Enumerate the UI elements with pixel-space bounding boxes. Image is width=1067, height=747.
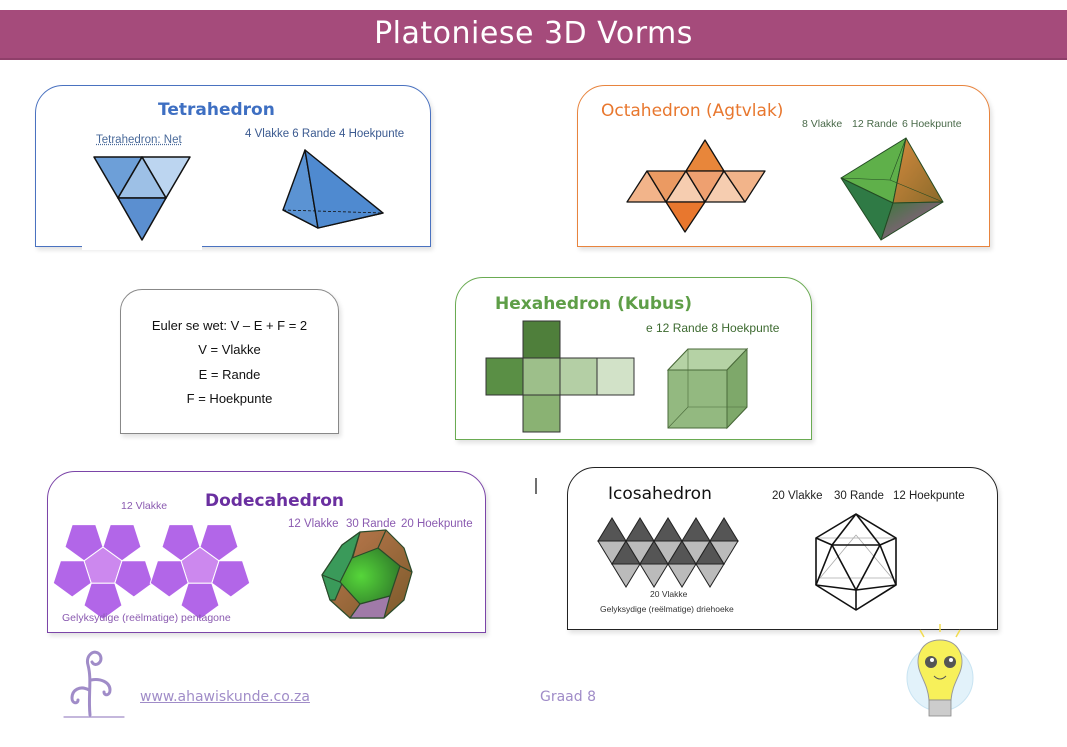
triangle-face [709, 517, 739, 542]
triangle-face [625, 517, 655, 542]
icosahedron-edges: 30 Rande [834, 490, 884, 502]
icosahedron-net [597, 517, 739, 588]
triangle-face [695, 563, 725, 588]
octahedron-3d [840, 137, 944, 241]
pentagon-face [211, 560, 251, 598]
icosahedron-caption: Gelyksydige (reëlmatige) driehoeke [600, 604, 734, 614]
dodecahedron-vertices: 20 Hoekpunte [401, 518, 473, 530]
icosahedron-3d [815, 513, 897, 611]
euler-rule: Euler se wet: V – E + F = 2 [151, 318, 308, 333]
triangle-face [667, 563, 697, 588]
dodecahedron-3d [321, 529, 413, 619]
pentagon-face [199, 524, 239, 562]
triangle-face [597, 517, 627, 542]
pentagon-face [52, 560, 92, 598]
lightbulb-logo [906, 624, 974, 717]
pentagon-face [102, 524, 142, 562]
octahedron-edges: 12 Rande [852, 118, 898, 130]
pentagon-face [83, 582, 123, 621]
dodecahedron-faces: 12 Vlakke [288, 518, 339, 530]
tetrahedron-stats: 4 Vlakke 6 Rande 4 Hoekpunte [245, 128, 405, 140]
triangle-face [709, 540, 739, 565]
triangle-face [653, 517, 683, 542]
page-title: Platoniese 3D Vorms [374, 16, 693, 51]
hexahedron-title: Hexahedron (Kubus) [495, 294, 692, 314]
euler-f: F = Hoekpunte [186, 391, 273, 406]
hexahedron-stats: e 12 Rande 8 Hoekpunte [646, 321, 780, 335]
icosahedron-net-label: 20 Vlakke [650, 589, 688, 599]
tetrahedron-3d [282, 149, 384, 229]
header-bar: Platoniese 3D Vorms [0, 10, 1067, 60]
octahedron-faces: 8 Vlakke [802, 118, 843, 130]
dodecahedron-title: Dodecahedron [205, 491, 345, 511]
tetrahedron-title: Tetrahedron [158, 100, 275, 120]
tetrahedron-net [93, 156, 191, 241]
euler-e: E = Rande [198, 367, 261, 382]
triangle-face [681, 517, 711, 542]
icosahedron-faces: 20 Vlakke [772, 490, 823, 502]
pentagon-face [180, 582, 220, 621]
dodecahedron-net-label: 12 Vlakke [121, 500, 168, 512]
dodecahedron-edges: 30 Rande [346, 518, 396, 530]
grade-label: Graad 8 [540, 689, 597, 705]
tetrahedron-net-label: Tetrahedron: Net [96, 134, 182, 146]
euler-card: Euler se wet: V – E + F = 2 V = Vlakke E… [120, 289, 339, 434]
octahedron-title: Octahedron (Agtvlak) [601, 101, 784, 121]
triangle-face [639, 563, 669, 588]
dodecahedron-caption: Gelyksydige (reëlmatige) pentagone [62, 612, 231, 624]
icosahedron-vertices: 12 Hoekpunte [893, 490, 965, 502]
icosahedron-card [567, 467, 998, 630]
pentagon-face [161, 524, 201, 562]
pentagon-face [114, 560, 154, 598]
hexahedron-net [485, 320, 635, 433]
euler-v: V = Vlakke [198, 342, 261, 357]
tree-logo [63, 650, 125, 718]
icosahedron-title: Icosahedron [608, 484, 712, 504]
pentagon-face [149, 560, 189, 598]
octahedron-net [626, 139, 766, 233]
cube-3d [666, 347, 749, 430]
pentagon-face [64, 524, 104, 562]
octahedron-vertices: 6 Hoekpunte [902, 118, 962, 130]
border-gap [82, 240, 202, 250]
dodecahedron-net [52, 524, 251, 621]
triangle-face [611, 563, 641, 588]
website-link[interactable]: www.ahawiskunde.co.za [140, 689, 310, 705]
